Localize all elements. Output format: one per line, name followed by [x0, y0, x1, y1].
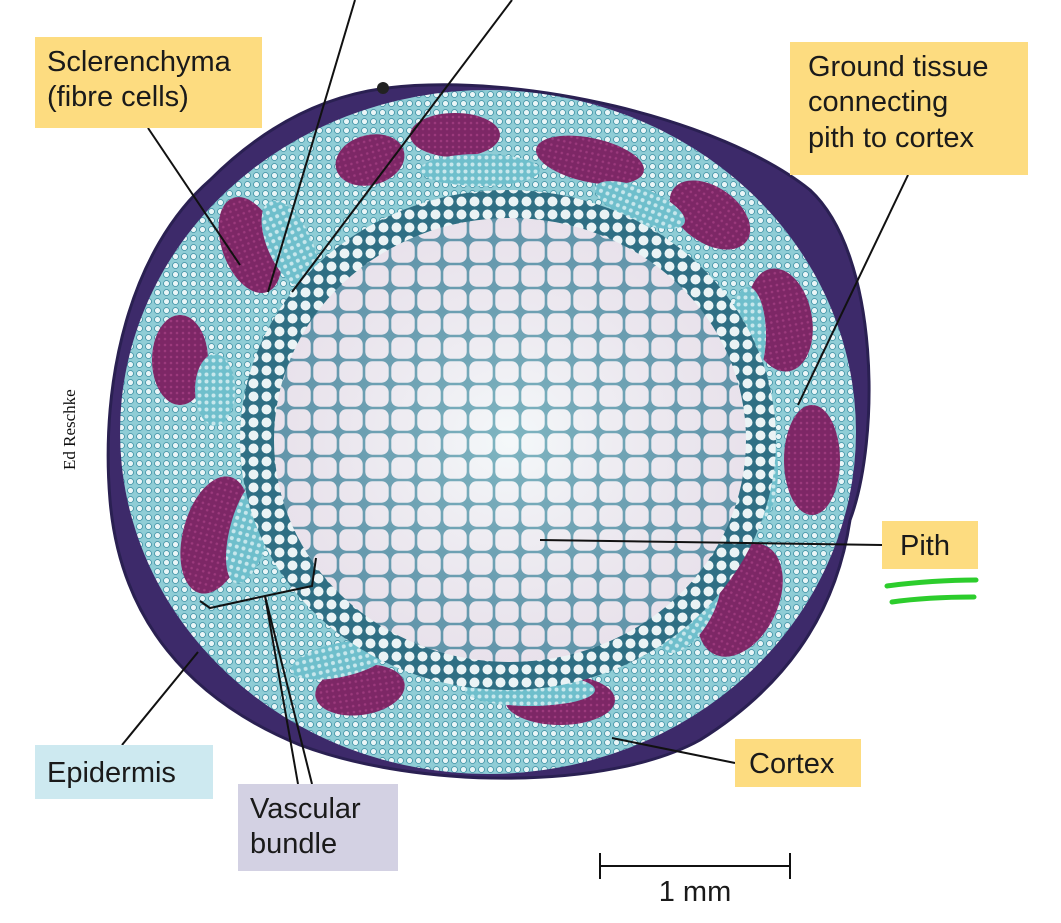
stem-section: [106, 82, 871, 780]
leader-lines: [121, 0, 909, 785]
photo-credit: Ed Reschke: [60, 389, 79, 470]
leader-pith: [539, 539, 883, 546]
sclerenchyma-label: Sclerenchyma (fibre cells): [35, 37, 262, 128]
cortex-label: Cortex: [735, 739, 861, 787]
leader-cortex: [611, 737, 736, 764]
leader-top-left: [267, 0, 356, 293]
vascular-bundle-label: Vascular bundle: [238, 784, 398, 871]
leader-sclerenchyma: [147, 127, 241, 266]
epidermis-label: Epidermis: [35, 745, 213, 799]
scale-bar: [599, 853, 791, 879]
leader-ground-tissue: [797, 174, 909, 406]
pith-label: Pith: [882, 521, 978, 569]
green-double-underline: [884, 577, 979, 605]
scale-bar-label: 1 mm: [658, 876, 732, 908]
leader-epidermis: [121, 651, 199, 746]
leader-top-right: [291, 0, 513, 293]
ground-tissue-label: Ground tissue connecting pith to cortex: [790, 42, 1028, 175]
